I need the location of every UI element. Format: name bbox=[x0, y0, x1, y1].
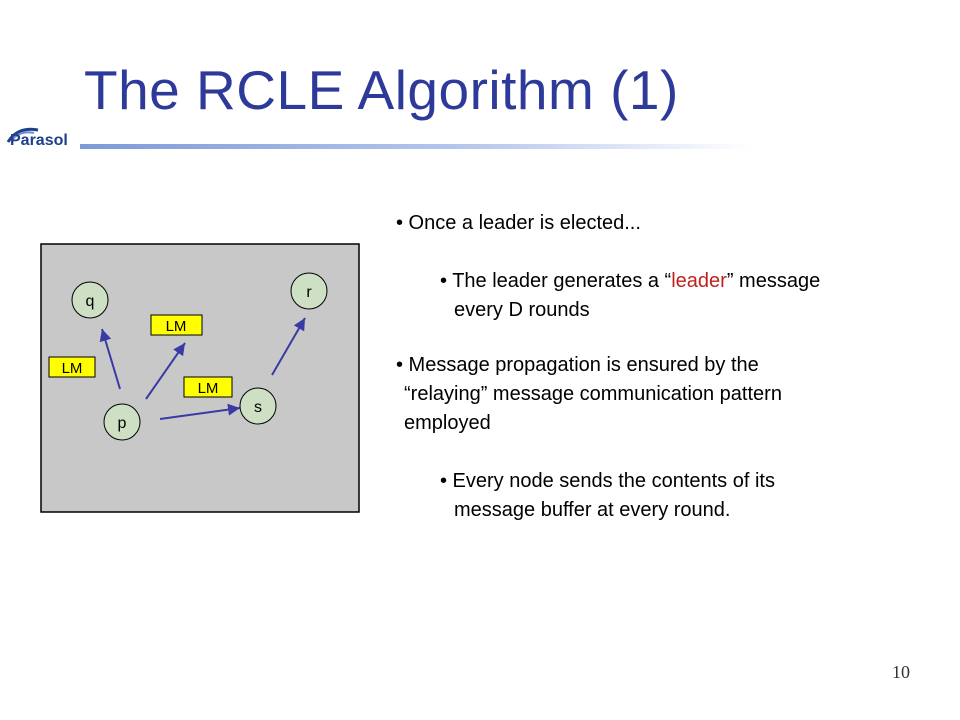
node-r-label: r bbox=[306, 284, 312, 301]
lm-label-mid: LM bbox=[183, 376, 233, 398]
bullet-1a-cont: every D rounds bbox=[454, 299, 590, 321]
arrow-p-to-s bbox=[159, 403, 241, 420]
node-q: q bbox=[71, 281, 109, 319]
bullet-1a-highlight: leader bbox=[671, 270, 727, 292]
bullet-2a-line-1: • Every node sends the contents of its bbox=[440, 470, 775, 492]
logo-text: Parasol bbox=[10, 132, 68, 149]
lm-label-left: LM bbox=[48, 356, 96, 378]
bullet-2-line-3: employed bbox=[404, 412, 491, 434]
node-r: r bbox=[290, 272, 328, 310]
page-number: 10 bbox=[892, 662, 910, 682]
svg-text:LM: LM bbox=[198, 380, 219, 397]
svg-text:LM: LM bbox=[166, 318, 187, 335]
slide-title: The RCLE Algorithm (1) bbox=[84, 59, 679, 121]
bullet-1a-pre: • The leader generates a “ bbox=[440, 270, 672, 292]
node-q-label: q bbox=[86, 293, 95, 310]
svg-text:LM: LM bbox=[62, 360, 83, 377]
node-p-label: p bbox=[118, 415, 127, 432]
bullet-1a: • The leader generates a “leader” messag… bbox=[440, 270, 820, 293]
arrow-s-to-r bbox=[271, 317, 306, 376]
title-underline bbox=[80, 144, 752, 149]
node-s: s bbox=[239, 387, 277, 425]
bullet-2-line-1: • Message propagation is ensured by the bbox=[396, 354, 759, 376]
lm-label-top: LM bbox=[150, 314, 203, 336]
bullet-2a-line-2: message buffer at every round. bbox=[454, 499, 731, 521]
node-p: p bbox=[103, 403, 141, 441]
arrow-p-to-lm bbox=[145, 342, 186, 400]
bullet-1a-post: ” message bbox=[726, 270, 821, 292]
parasol-logo-icon bbox=[6, 127, 39, 143]
bullet-2-line-2: “relaying” message communication pattern bbox=[404, 383, 782, 405]
arrow-p-to-q bbox=[99, 328, 121, 390]
node-s-label: s bbox=[254, 399, 262, 416]
message-diagram: q r p s LM LM LM bbox=[40, 243, 360, 513]
bullet-1: • Once a leader is elected... bbox=[396, 212, 641, 234]
